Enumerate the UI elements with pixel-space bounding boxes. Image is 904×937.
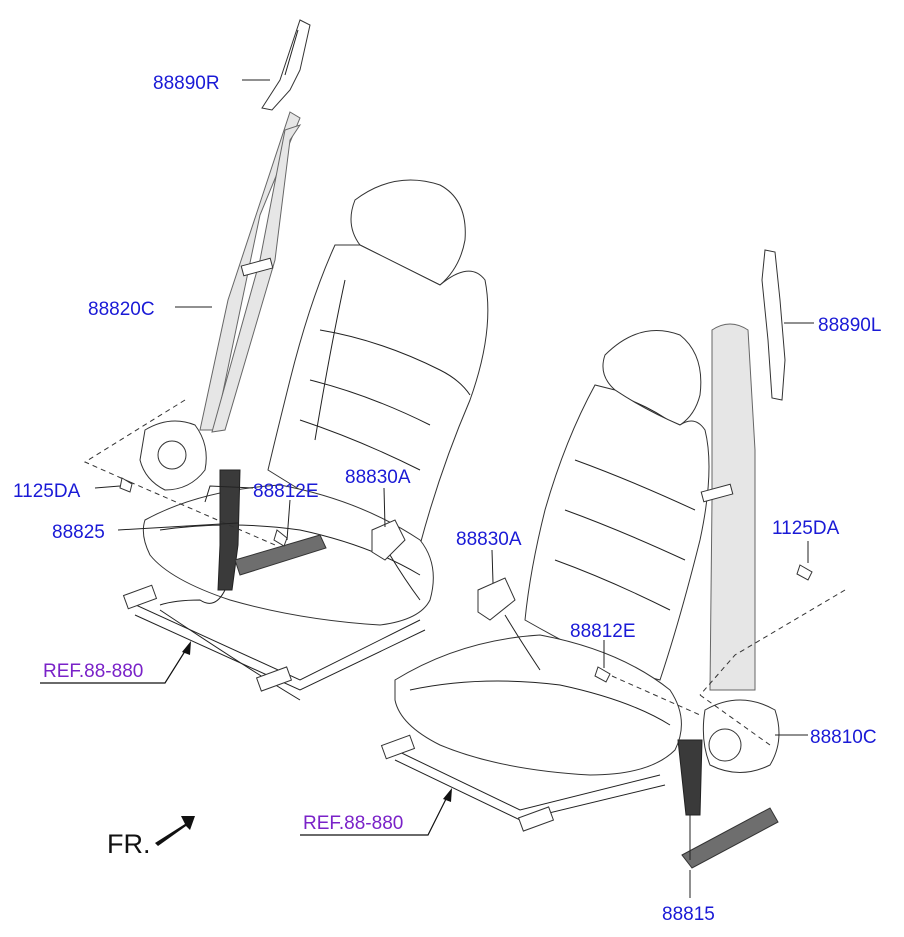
- ref-left-link[interactable]: REF.88-880: [43, 661, 143, 682]
- label-buckle-a-left: 88830A: [345, 467, 411, 488]
- label-belt-rh: 88820C: [88, 299, 155, 320]
- dashed-reference-lines: [83, 399, 846, 746]
- guide-rh-part: [261, 19, 311, 111]
- buckle-a-left-part: [371, 519, 421, 601]
- belt-rh-part: [139, 111, 302, 491]
- buckle-right-part: [677, 739, 779, 869]
- ref-leaders: [40, 647, 449, 836]
- right-seat: [380, 330, 710, 832]
- label-buckle-right: 88815: [662, 904, 715, 925]
- label-guide-rh: 88890R: [153, 73, 220, 94]
- bolts-left: [119, 477, 288, 547]
- ref-left-arrow-icon: [182, 641, 191, 655]
- ref-right-arrow-icon: [443, 788, 452, 802]
- buckle-left-part: [159, 469, 327, 606]
- label-buckle-left: 88825: [52, 522, 105, 543]
- belt-lh-part: [700, 323, 780, 773]
- ref-right-link[interactable]: REF.88-880: [303, 813, 403, 834]
- leader-lines: [94, 79, 814, 898]
- guide-lh-part: [761, 249, 786, 401]
- front-marker: FR.: [107, 829, 151, 859]
- label-buckle-a-right: 88830A: [456, 529, 522, 550]
- label-guide-lh: 88890L: [818, 315, 881, 336]
- label-bolt-right: 1125DA: [772, 518, 840, 539]
- label-belt-lh: 88810C: [810, 727, 877, 748]
- label-bolt-e-right: 88812E: [570, 621, 636, 642]
- label-bolt-left: 1125DA: [13, 481, 81, 502]
- buckle-a-right-part: [477, 577, 541, 671]
- bolts-right: [594, 564, 813, 683]
- front-arrow-icon: [155, 816, 195, 846]
- label-bolt-e-left: 88812E: [253, 481, 319, 502]
